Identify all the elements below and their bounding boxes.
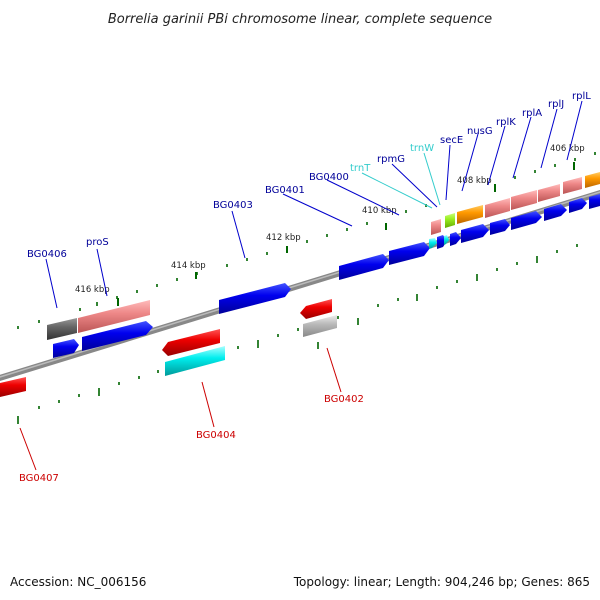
- gene-label-BG0407: BG0407: [19, 473, 59, 484]
- gene-feature-nusG-orange: [457, 205, 483, 224]
- gene-feature-BG0404-cyan: [165, 346, 225, 376]
- reverse-features: [0, 299, 337, 397]
- map-title: Borrelia garinii PBi chromosome linear, …: [108, 12, 492, 27]
- gene-arrow-rplK: [490, 219, 510, 235]
- leader-secE: [445, 144, 451, 201]
- tick-label-408kbp: 408 kbp: [457, 176, 492, 186]
- gene-labels: BG0406 proS BG0403 BG0401 BG0400 trnT rp…: [19, 91, 591, 484]
- gene-feature-pink-small: [431, 219, 441, 235]
- gene-label-BG0402: BG0402: [324, 394, 364, 405]
- gene-label-rpmG: rpmG: [377, 154, 405, 165]
- leader-rplJ: [540, 108, 558, 169]
- tick-label-414kbp: 414 kbp: [171, 261, 206, 271]
- gene-arrow-proS: [82, 321, 153, 351]
- tick-label-406kbp: 406 kbp: [550, 144, 585, 154]
- gene-feature-rplJ-pink: [538, 184, 560, 202]
- leader-rplA: [512, 116, 532, 179]
- leader-BG0401: [282, 193, 353, 227]
- gene-feature-rplL-pink: [563, 177, 582, 194]
- gene-label-rplA: rplA: [522, 108, 542, 119]
- gene-label-nusG: nusG: [467, 126, 493, 137]
- gene-label-BG0403: BG0403: [213, 200, 253, 211]
- gene-feature-rplA-pink: [511, 190, 537, 210]
- gene-arrow-BG0404: [162, 329, 220, 356]
- gene-arrow-trnW: [444, 235, 449, 245]
- tick-label-416kbp: 416 kbp: [75, 285, 110, 295]
- forward-inner-features: [53, 194, 600, 358]
- label-leaders: [19, 100, 583, 471]
- gene-label-trnW: trnW: [410, 143, 434, 154]
- leader-BG0404: [201, 381, 215, 428]
- gene-label-rplK: rplK: [496, 117, 516, 128]
- leader-rpmG: [391, 163, 438, 208]
- gene-arrow-BG0403: [219, 283, 291, 314]
- gene-arrow-BG0407: [0, 377, 26, 397]
- gene-arrow-trnT: [429, 238, 437, 249]
- gene-label-proS: proS: [86, 237, 109, 248]
- gene-label-BG0400: BG0400: [309, 172, 349, 183]
- gene-label-BG0401: BG0401: [265, 185, 305, 196]
- gene-label-rplL: rplL: [572, 91, 591, 102]
- gene-arrow-rplJ: [544, 204, 567, 221]
- gene-label-BG0404: BG0404: [196, 430, 236, 441]
- leader-proS: [96, 248, 108, 297]
- gene-arrow-BG0402: [300, 299, 332, 319]
- leader-BG0407: [19, 427, 37, 471]
- leader-trnT: [361, 172, 433, 209]
- gene-label-rplJ: rplJ: [548, 99, 564, 110]
- gene-arrow-BG0400: [389, 242, 430, 265]
- leader-BG0406: [45, 258, 58, 309]
- gene-arrow-rplL: [569, 198, 587, 213]
- gene-label-secE: secE: [440, 135, 463, 146]
- forward-outer-features: [47, 172, 600, 340]
- leader-BG0403: [231, 210, 246, 259]
- gene-feature-BG0402-gray: [303, 315, 337, 337]
- upper-major-ticks: [117, 162, 575, 306]
- gene-feature-secE-green: [445, 213, 455, 228]
- leader-nusG: [461, 133, 479, 192]
- accession-text: Accession: NC_006156: [10, 575, 146, 589]
- gene-feature-rplK-pink: [485, 198, 510, 218]
- gene-feature-proS-pink: [78, 300, 150, 333]
- leader-BG0402: [326, 347, 342, 393]
- leader-rplK: [487, 125, 506, 186]
- tick-label-412kbp: 412 kbp: [266, 233, 301, 243]
- gene-arrow-right-edge: [589, 194, 600, 209]
- gene-arrow-rplA: [511, 211, 542, 230]
- gene-arrow-BG0401: [339, 254, 389, 280]
- gene-arrow-BG0406: [53, 339, 79, 358]
- gene-label-trnT: trnT: [350, 163, 371, 174]
- tick-label-410kbp: 410 kbp: [362, 206, 397, 216]
- topology-summary: Topology: linear; Length: 904,246 bp; Ge…: [293, 575, 590, 589]
- leader-trnW: [423, 152, 441, 206]
- gene-arrow-nusG: [461, 224, 489, 243]
- leader-BG0400: [326, 179, 400, 216]
- gene-label-BG0406: BG0406: [27, 249, 67, 260]
- gene-feature-orange-right: [585, 172, 600, 188]
- gene-feature-BG0406-gray: [47, 318, 77, 340]
- leader-rplL: [566, 100, 583, 161]
- gene-arrow-secE: [450, 232, 461, 246]
